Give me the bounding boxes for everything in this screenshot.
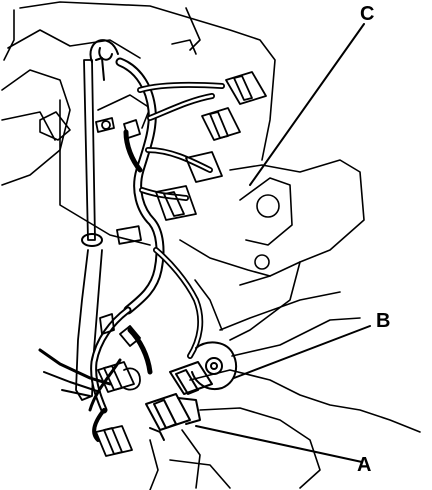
callout-leaders <box>195 23 371 463</box>
connector-b <box>169 341 238 395</box>
callout-label-c: C <box>360 3 375 25</box>
upper-connectors <box>155 71 267 221</box>
dipstick-tube <box>75 39 119 401</box>
lower-block-outline <box>149 369 421 490</box>
callout-label-a: A <box>357 454 372 476</box>
lower-connectors <box>95 361 141 457</box>
engine-body-outline <box>1 1 365 357</box>
connector-a <box>145 393 201 441</box>
callout-label-b: B <box>376 310 391 332</box>
harness-clips <box>95 117 142 347</box>
